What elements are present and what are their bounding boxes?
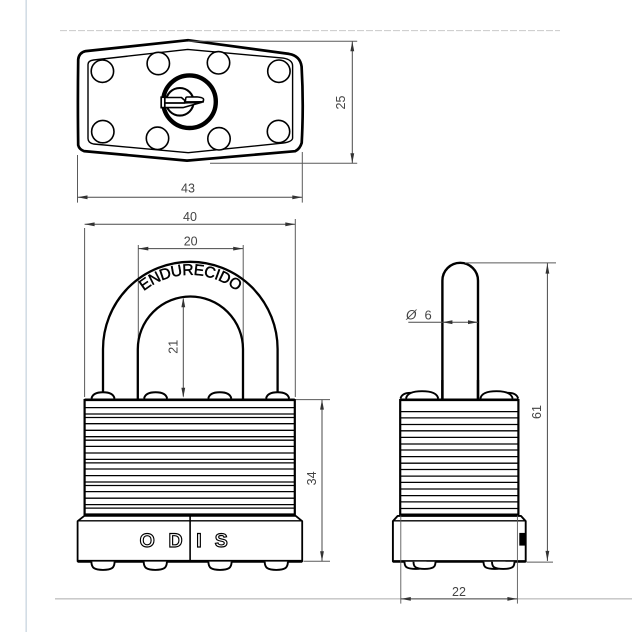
svg-text:Ø: Ø <box>405 308 418 323</box>
svg-text:43: 43 <box>181 181 195 195</box>
svg-text:22: 22 <box>452 585 466 599</box>
svg-text:34: 34 <box>305 471 319 485</box>
svg-text:D: D <box>168 530 182 552</box>
svg-text:I: I <box>196 530 201 552</box>
svg-text:21: 21 <box>166 340 180 354</box>
svg-text:40: 40 <box>183 210 197 224</box>
svg-text:S: S <box>215 530 228 552</box>
svg-text:61: 61 <box>530 405 544 419</box>
svg-text:25: 25 <box>334 96 348 110</box>
svg-text:6: 6 <box>425 308 432 323</box>
svg-text:O: O <box>140 530 155 552</box>
svg-text:20: 20 <box>184 235 198 249</box>
